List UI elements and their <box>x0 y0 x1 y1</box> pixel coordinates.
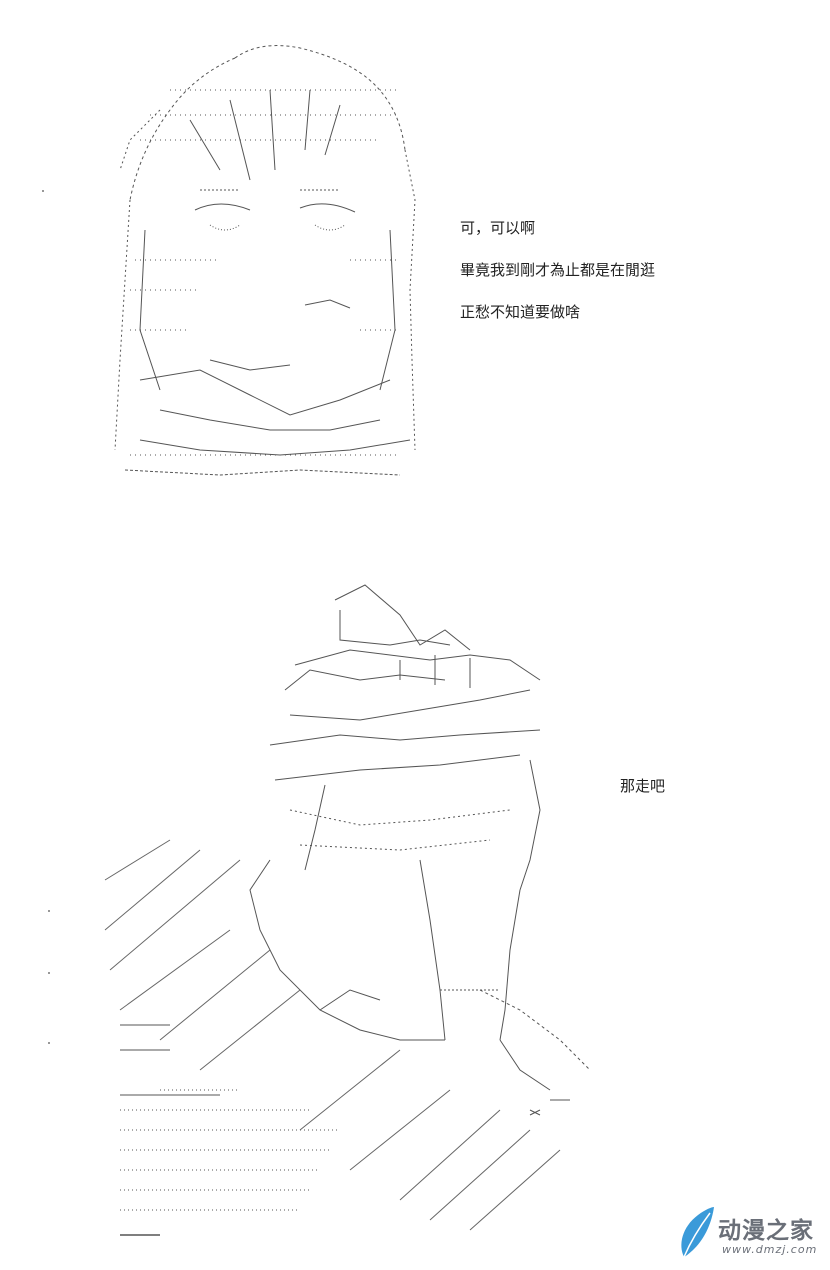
stray-dot <box>48 1042 50 1044</box>
stray-dot <box>42 190 44 192</box>
dialogue-block-2: 那走吧 <box>620 776 665 796</box>
watermark-name: 动漫之家 <box>718 1218 814 1244</box>
stray-dot <box>48 972 50 974</box>
ascii-art-girl-portrait <box>100 30 430 490</box>
dialogue-block-1: 可，可以啊 畢竟我到剛才為止都是在閒逛 正愁不知道要做啥 <box>460 218 655 344</box>
dialogue-line: 正愁不知道要做啥 <box>460 303 581 321</box>
ascii-art-raised-fist <box>100 570 590 1250</box>
feather-logo-icon <box>681 1207 714 1258</box>
stray-dot <box>48 910 50 912</box>
dialogue-line: 畢竟我到剛才為止都是在閒逛 <box>460 261 656 279</box>
dialogue-line: 那走吧 <box>620 777 666 795</box>
watermark: 动漫之家 www.dmzj.com <box>676 1205 826 1265</box>
watermark-url: www.dmzj.com <box>722 1243 818 1256</box>
dialogue-line: 可，可以啊 <box>460 219 536 237</box>
